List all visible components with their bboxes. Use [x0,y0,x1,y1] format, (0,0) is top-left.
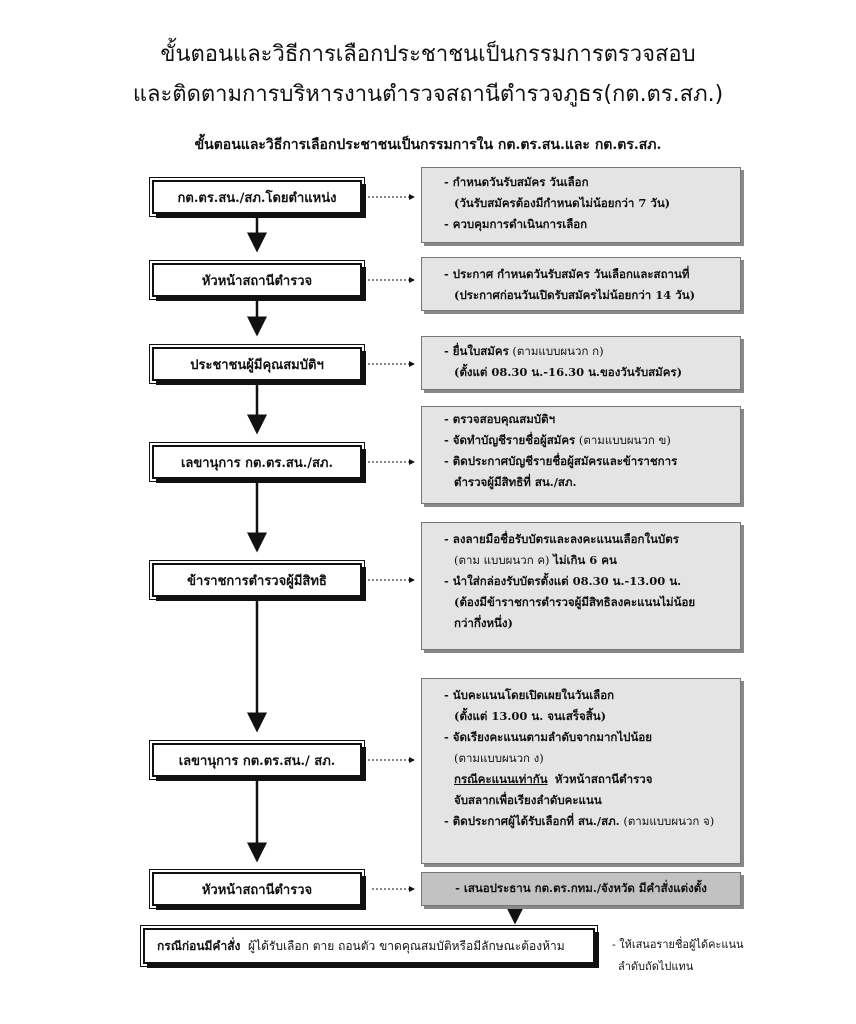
info-box-1: - กำหนดวันรับสมัคร วันเลือก (วันรับสมัคร… [421,167,741,243]
page-title-line2: และติดตามการบริหารงานตำรวจสถานีตำรวจภูธร… [132,82,724,107]
info-line: - นับคะแนนโดยเปิดเผยในวันเลือก [444,688,615,702]
info-line: (ตั้งแต่ 08.30 น.-16.30 น.ของวันรับสมัคร… [454,365,683,379]
info-line: กรณีคะแนนเท่ากัน [454,772,548,786]
step-label: หัวหน้าสถานีตำรวจ [201,882,313,898]
info-line: (ตามแบบผนวก จ) [623,814,715,828]
final-condition-text: ผู้ได้รับเลือก ตาย ถอนตัว ขาดคุณสมบัติหร… [248,938,565,953]
info-box-3: - ยื่นใบสมัคร (ตามแบบผนวก ก) (ตั้งแต่ 08… [421,336,741,390]
info-line: - เสนอประธาน กต.ตร.กทม./จังหวัด มีคำสั่ง… [455,881,707,895]
step-label: ข้าราชการตำรวจผู้มีสิทธิ [187,573,327,589]
info-line: - ตรวจสอบคุณสมบัติฯ [444,412,556,426]
step-label: เลขานุการ กต.ตร.สน./ สภ. [178,753,336,769]
info-line: หัวหน้าสถานีตำรวจ [554,772,653,786]
step-label: กต.ตร.สน./สภ.โดยตำแหน่ง [177,190,337,206]
step-box-4: เลขานุการ กต.ตร.สน./สภ. [149,442,365,482]
side-note-line: ลำดับถัดไปแทน [618,960,694,973]
step-box-6: เลขานุการ กต.ตร.สน./ สภ. [149,740,365,780]
diagram-subtitle: ขั้นตอนและวิธีการเลือกประชาชนเป็นกรรมการ… [194,137,662,153]
step-label: ประชาชนผู้มีคุณสมบัติฯ [190,357,324,373]
step-box-2: หัวหน้าสถานีตำรวจ [149,260,365,300]
info-line: - จัดเรียงคะแนนตามลำดับจากมากไปน้อย [444,730,652,744]
info-line: (วันรับสมัครต้องมีกำหนดไม่น้อยกว่า 7 วัน… [454,196,671,210]
info-line: - จัดทำบัญชีรายชื่อผู้สมัคร [444,433,576,447]
step-label: หัวหน้าสถานีตำรวจ [201,273,313,289]
info-line: ไม่เกิน 6 คน [553,553,617,567]
step-box-7: หัวหน้าสถานีตำรวจ [149,869,365,909]
info-box-7: - เสนอประธาน กต.ตร.กทม./จังหวัด มีคำสั่ง… [421,872,741,906]
side-note: - ให้เสนอรายชื่อผู้ได้คะแนน ลำดับถัดไปแท… [612,934,762,978]
final-condition-bold: กรณีก่อนมีคำสั่ง [157,938,241,953]
info-box-6: - นับคะแนนโดยเปิดเผยในวันเลือก (ตั้งแต่ … [421,678,741,864]
info-line: - ติดประกาศผู้ได้รับเลือกที่ สน./สภ. [444,814,620,828]
info-box-4: - ตรวจสอบคุณสมบัติฯ - จัดทำบัญชีรายชื่อผ… [421,406,741,504]
info-box-5: - ลงลายมือชื่อรับบัตรและลงคะแนนเลือกในบั… [421,522,741,650]
step-box-3: ประชาชนผู้มีคุณสมบัติฯ [149,344,365,384]
step-box-5: ข้าราชการตำรวจผู้มีสิทธิ [149,560,365,600]
info-line: - ยื่นใบสมัคร [444,344,509,358]
info-line: กว่ากึ่งหนึ่ง) [454,616,513,630]
info-line: - ควบคุมการดำเนินการเลือก [444,217,588,231]
info-line: (ตามแบบผนวก ข) [578,433,671,447]
info-line: จับสลากเพื่อเรียงลำดับคะแนน [454,793,602,807]
info-line: (ต้องมีข้าราชการตำรวจผู้มีสิทธิลงคะแนนไม… [454,595,696,609]
info-line: (ประกาศก่อนวันเปิดรับสมัครไม่น้อยกว่า 14… [454,288,696,302]
info-line: - ประกาศ กำหนดวันรับสมัคร วันเลือกและสถา… [444,267,690,281]
info-line: (ตามแบบผนวก ก) [512,344,604,358]
info-line: (ตาม แบบผนวก ค) [454,553,550,567]
info-line: - นำใส่กล่องรับบัตรตั้งแต่ 08.30 น.-13.0… [444,574,682,588]
info-box-2: - ประกาศ กำหนดวันรับสมัคร วันเลือกและสถา… [421,257,741,311]
info-line: (ตามแบบผนวก ง) [454,751,544,765]
step-box-1: กต.ตร.สน./สภ.โดยตำแหน่ง [149,177,365,217]
info-line: - กำหนดวันรับสมัคร วันเลือก [444,175,589,189]
step-label: เลขานุการ กต.ตร.สน./สภ. [180,455,334,471]
info-line: (ตั้งแต่ 13.00 น. จนเสร็จสิ้น) [454,709,607,723]
final-condition-box: กรณีก่อนมีคำสั่ง ผู้ได้รับเลือก ตาย ถอนต… [140,925,598,967]
info-line: - ลงลายมือชื่อรับบัตรและลงคะแนนเลือกในบั… [444,532,679,546]
page-title: ขั้นตอนและวิธีการเลือกประชาชนเป็นกรรมการ… [160,42,696,67]
side-note-line: - ให้เสนอรายชื่อผู้ได้คะแนน [612,938,744,951]
info-line: ตำรวจผู้มีสิทธิที่ สน./สภ. [454,475,577,489]
info-line: - ติดประกาศบัญชีรายชื่อผู้สมัครและข้าราช… [444,454,678,468]
